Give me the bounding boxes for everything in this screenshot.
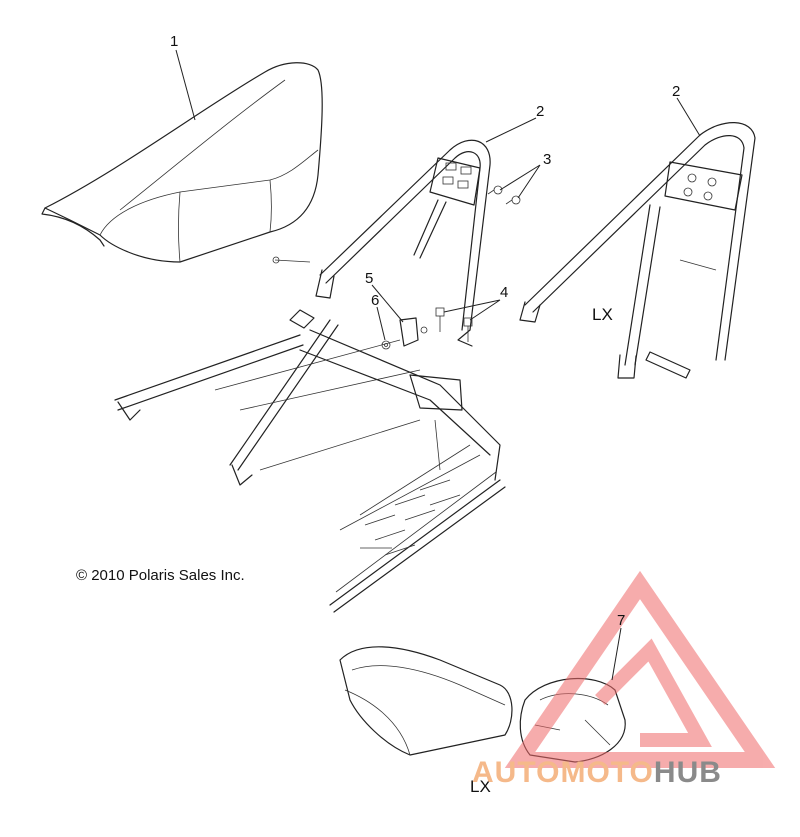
seat-lx <box>339 646 513 756</box>
rack-center <box>272 139 491 347</box>
watermark-text-part1: AUTOMOTO <box>472 756 654 789</box>
copyright-notice: © 2010 Polaris Sales Inc. <box>76 567 245 584</box>
washer-part6 <box>381 340 391 350</box>
callout-1: 1 <box>170 33 178 50</box>
chassis-frame <box>114 309 506 613</box>
callout-4: 4 <box>500 284 508 301</box>
callout-2-lx: 2 <box>672 83 680 100</box>
seat-main <box>41 62 323 263</box>
leader-lines <box>175 49 701 681</box>
callout-2-center: 2 <box>536 103 544 120</box>
bolts-part4 <box>435 307 473 342</box>
watermark-text-part2: HUB <box>654 756 722 789</box>
callout-6: 6 <box>371 292 379 309</box>
rack-lx <box>519 122 756 379</box>
screws-part3 <box>487 185 521 205</box>
lx-label-rack: LX <box>592 305 613 324</box>
callout-7: 7 <box>617 612 625 629</box>
bracket-part5 <box>399 317 428 347</box>
callout-3: 3 <box>543 151 551 168</box>
watermark-logo <box>504 570 776 768</box>
watermark-text: AUTOMOTOHUB <box>472 756 722 789</box>
callout-5: 5 <box>365 270 373 287</box>
lx-label-seat: LX <box>470 777 491 796</box>
